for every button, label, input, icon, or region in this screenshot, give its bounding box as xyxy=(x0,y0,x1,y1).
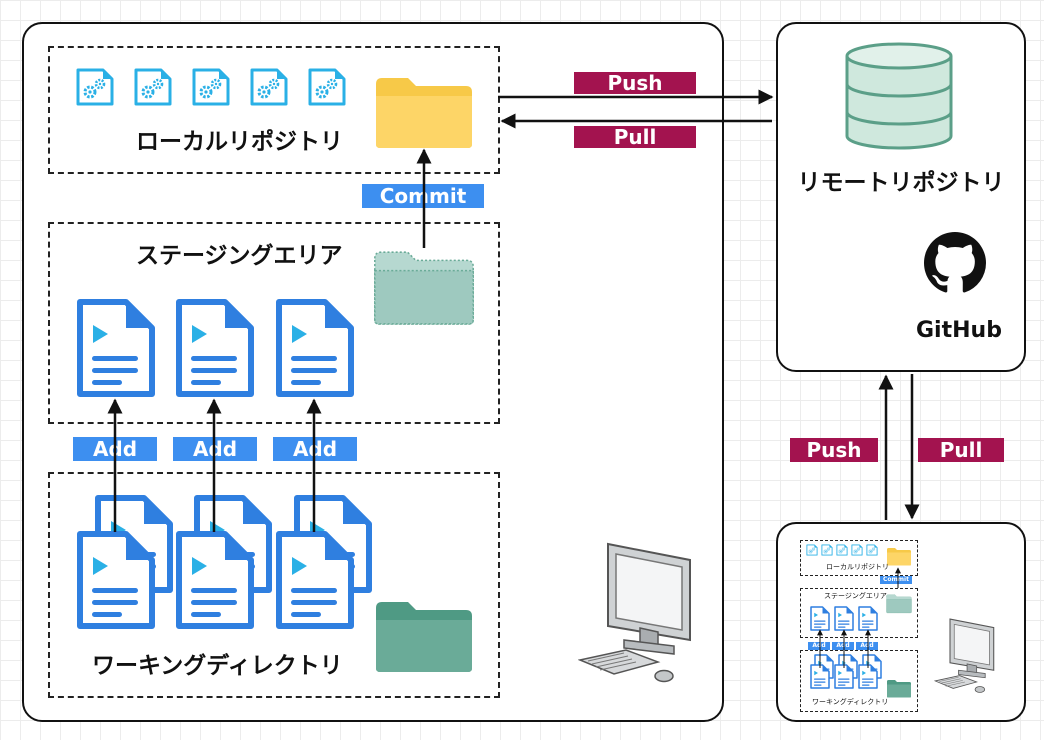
pull-tag: Pull xyxy=(918,438,1004,462)
add-tag: Add xyxy=(73,437,157,461)
document-icon xyxy=(810,664,830,689)
mini-add-tag: Add xyxy=(808,642,830,650)
gear-file-icon xyxy=(821,544,833,556)
mini-commit-tag: Commit xyxy=(880,576,912,584)
gear-file-icon xyxy=(806,544,818,556)
computer-icon xyxy=(578,542,698,692)
mini-add-tag: Add xyxy=(832,642,854,650)
document-icon xyxy=(858,664,878,689)
document-icon xyxy=(275,298,355,398)
github-icon xyxy=(924,232,986,294)
push-tag: Push xyxy=(790,438,878,462)
pull-tag: Pull xyxy=(574,126,696,148)
computer-icon xyxy=(934,618,998,698)
document-icon xyxy=(175,298,255,398)
gear-file-icon xyxy=(249,67,289,107)
staging-folder-icon xyxy=(372,244,476,326)
gear-file-icon xyxy=(191,67,231,107)
document-icon xyxy=(76,530,156,630)
database-icon xyxy=(845,42,953,150)
add-tag: Add xyxy=(273,437,357,461)
working-folder-icon xyxy=(374,594,474,674)
mini-staging-area-label: ステージングエリア xyxy=(824,592,887,600)
mini-add-tag: Add xyxy=(856,642,878,650)
folder-icon xyxy=(886,546,912,566)
gear-file-icon xyxy=(307,67,347,107)
mini-local-repository-label: ローカルリポジトリ xyxy=(826,563,889,571)
commit-tag: Commit xyxy=(362,184,484,208)
github-label: GitHub xyxy=(916,318,1002,343)
local-repository-label: ローカルリポジトリ xyxy=(136,129,343,155)
gear-file-icon xyxy=(851,544,863,556)
folder-icon xyxy=(886,592,912,614)
document-icon xyxy=(810,606,830,631)
document-icon xyxy=(76,298,156,398)
remote-repository-label: リモートリポジトリ xyxy=(797,170,1005,196)
gear-file-icon xyxy=(75,67,115,107)
document-icon xyxy=(834,606,854,631)
mini-working-directory-label: ワーキングディレクトリ xyxy=(812,698,889,706)
gear-file-icon xyxy=(866,544,878,556)
document-icon xyxy=(275,530,355,630)
add-tag: Add xyxy=(173,437,257,461)
gear-file-icon xyxy=(836,544,848,556)
document-icon xyxy=(858,606,878,631)
push-tag: Push xyxy=(574,72,696,94)
document-icon xyxy=(175,530,255,630)
local-repo-folder-icon xyxy=(374,70,474,150)
working-directory-label: ワーキングディレクトリ xyxy=(92,653,343,679)
document-icon xyxy=(834,664,854,689)
gear-file-icon xyxy=(133,67,173,107)
staging-area-label: ステージングエリア xyxy=(136,243,343,269)
folder-icon xyxy=(886,678,912,698)
